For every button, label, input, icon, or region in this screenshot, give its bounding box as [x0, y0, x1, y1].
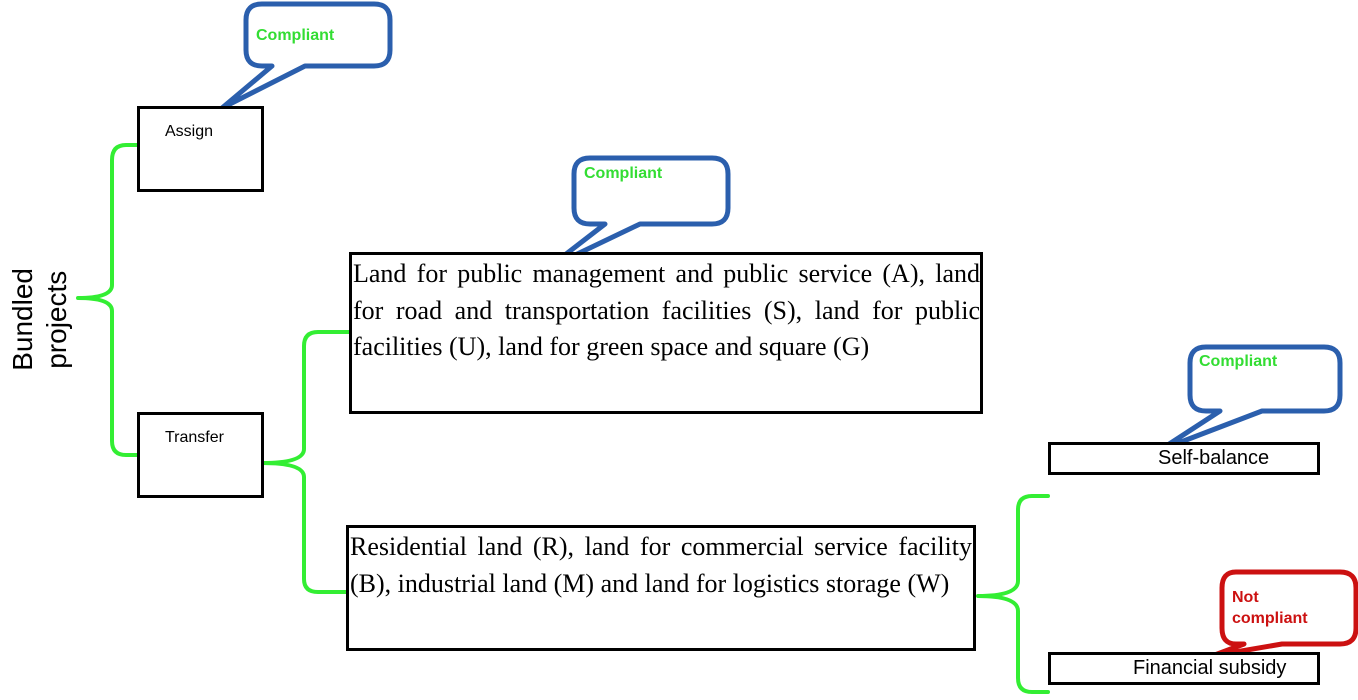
callout-bubble-financial-subsidy [1209, 569, 1358, 659]
callout-text-self-balance: Compliant [1199, 353, 1278, 370]
node-assign-label: Assign [165, 123, 214, 140]
node-transfer [137, 412, 264, 498]
callout-bubble-public-land [545, 155, 731, 271]
node-self-balance [1048, 442, 1320, 475]
callout-text-assign: Compliant [256, 27, 335, 44]
node-public-land-text: Land for public management and public se… [353, 259, 980, 361]
node-assign [137, 106, 264, 192]
bracket-root [76, 143, 152, 457]
node-self-balance-label: Self-balance [1158, 447, 1270, 469]
node-commercial-land-text: Residential land (R), land for commercia… [350, 532, 972, 598]
bracket-transfer [260, 330, 352, 594]
callout-bubble-assign [219, 1, 393, 111]
node-financial-subsidy [1048, 652, 1320, 685]
node-commercial-land [346, 525, 976, 651]
node-financial-subsidy-label: Financial subsidy [1133, 657, 1287, 679]
callout-text-public-land: Compliant [584, 165, 663, 182]
node-transfer-label: Transfer [165, 429, 224, 446]
node-public-land [349, 252, 983, 414]
callout-text-financial-subsidy: Not compliant [1232, 589, 1308, 627]
root-label-bundled-projects: Bundled projects [4, 240, 76, 398]
callout-bubble-self-balance [1157, 344, 1343, 453]
bracket-funding [976, 494, 1050, 694]
root-label-text: Bundled projects [7, 267, 72, 371]
